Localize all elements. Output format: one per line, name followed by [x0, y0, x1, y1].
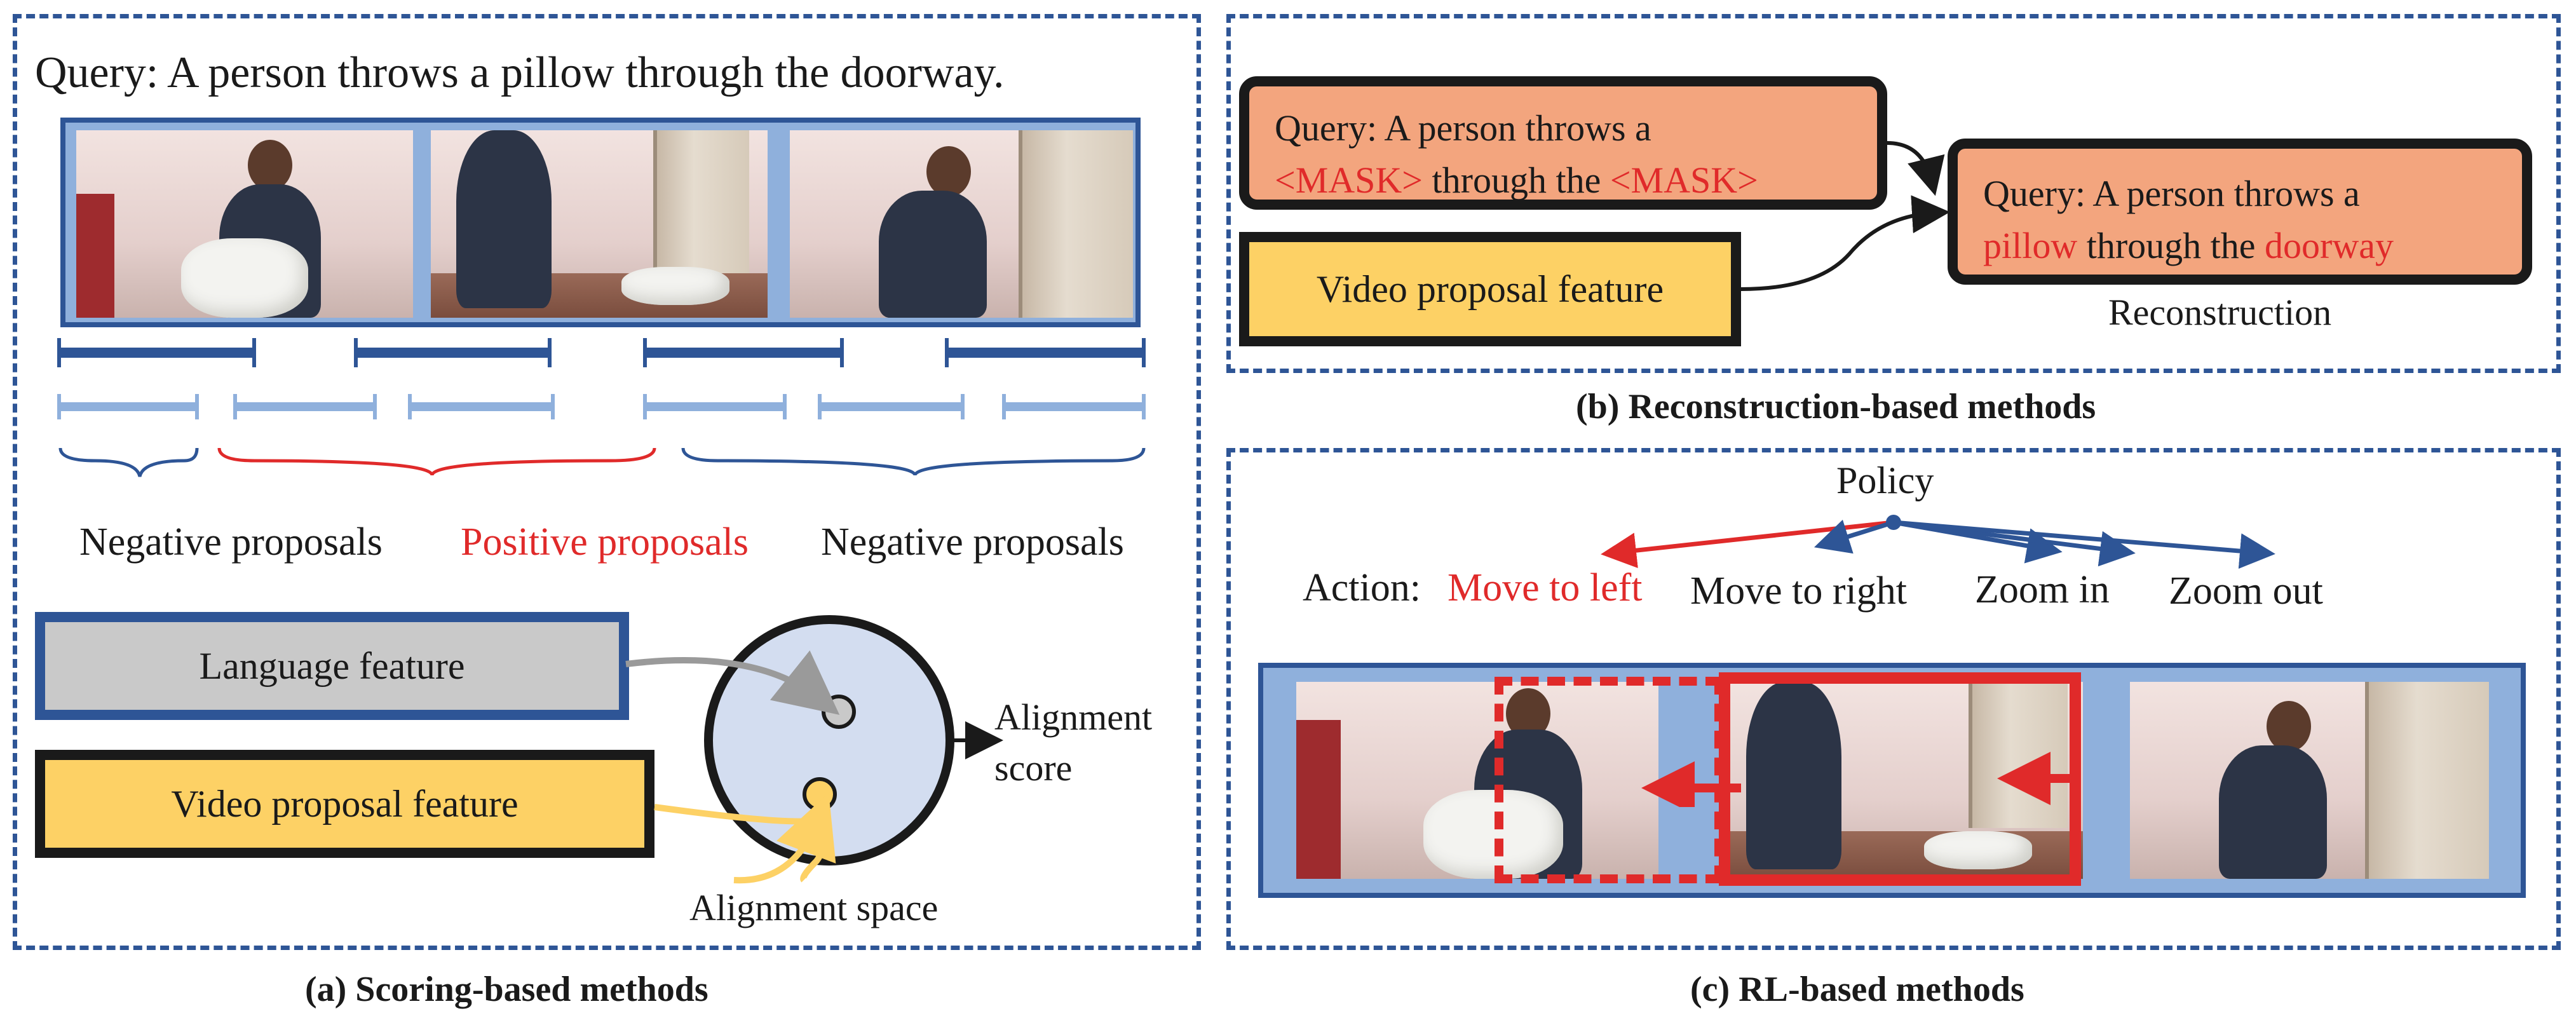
reconstruction-arrows: [1740, 141, 1950, 291]
alignment-score-label-line1: Alignment: [994, 696, 1153, 738]
moved-window: [1495, 677, 1723, 883]
video-proposal-feature-box-b: Video proposal feature: [1239, 232, 1741, 346]
proposal-bars: [57, 338, 1146, 477]
action-move-right: Move to right: [1690, 569, 1907, 613]
move-arrows: [1641, 752, 2071, 807]
video-frame-2: [431, 130, 768, 318]
rl-frame-1: [1296, 682, 1658, 879]
alignment-diagram: [625, 615, 1003, 884]
recon-query-line2: pillow through the doorway: [1983, 220, 2497, 272]
language-feature-box: Language feature: [35, 612, 629, 720]
caption-a: (a) Scoring-based methods: [305, 970, 708, 1009]
through-the-text: through the: [1423, 160, 1610, 201]
panel-a-query: Query: A person throws a pillow through …: [35, 48, 1005, 97]
recon-word-pillow: pillow: [1983, 225, 2078, 266]
action-zoom-in: Zoom in: [1975, 568, 2110, 611]
recon-query-line1: Query: A person throws a: [1983, 173, 2360, 214]
video-proposal-feature-box-a: Video proposal feature: [35, 750, 654, 858]
caption-c: (c) RL-based methods: [1690, 970, 2024, 1009]
action-move-left: Move to left: [1447, 566, 1643, 609]
positive-proposals-label: Positive proposals: [461, 520, 749, 564]
policy-arrows: [1601, 515, 2275, 569]
language-point: [822, 695, 856, 729]
panel-c-border: [1226, 448, 2561, 950]
video-frame-3: [790, 130, 1133, 318]
alignment-space-circle: [704, 615, 954, 865]
masked-query-line2: <MASK> through the <MASK>: [1275, 154, 1852, 207]
mask-token-1: <MASK>: [1275, 160, 1423, 201]
recon-word-doorway: doorway: [2265, 225, 2394, 266]
recon-through-text: through the: [2077, 225, 2265, 266]
panel-b-border: [1226, 14, 2561, 373]
negative-proposals-label-1: Negative proposals: [79, 520, 383, 564]
negative-proposals-label-2: Negative proposals: [821, 520, 1124, 564]
masked-query-box: Query: A person throws a <MASK> through …: [1239, 76, 1887, 210]
alignment-score-label-line2: score: [994, 747, 1073, 789]
policy-label: Policy: [1836, 459, 1934, 501]
mask-token-2: <MASK>: [1610, 160, 1758, 201]
alignment-space-label: Alignment space: [689, 887, 939, 928]
video-point: [803, 777, 837, 811]
reconstructed-query-box: Query: A person throws a pillow through …: [1948, 139, 2532, 285]
masked-query-line1: Query: A person throws a: [1275, 107, 1651, 149]
rl-frame-3: [2130, 682, 2489, 879]
panel-a-border: [13, 14, 1201, 950]
action-label: Action:: [1303, 566, 1421, 609]
reconstruction-label: Reconstruction: [2108, 292, 2332, 333]
video-frame-1: [76, 130, 413, 318]
rl-frame-2: [1721, 682, 2083, 879]
action-zoom-out: Zoom out: [2169, 569, 2323, 613]
caption-b: (b) Reconstruction-based methods: [1576, 387, 2096, 426]
